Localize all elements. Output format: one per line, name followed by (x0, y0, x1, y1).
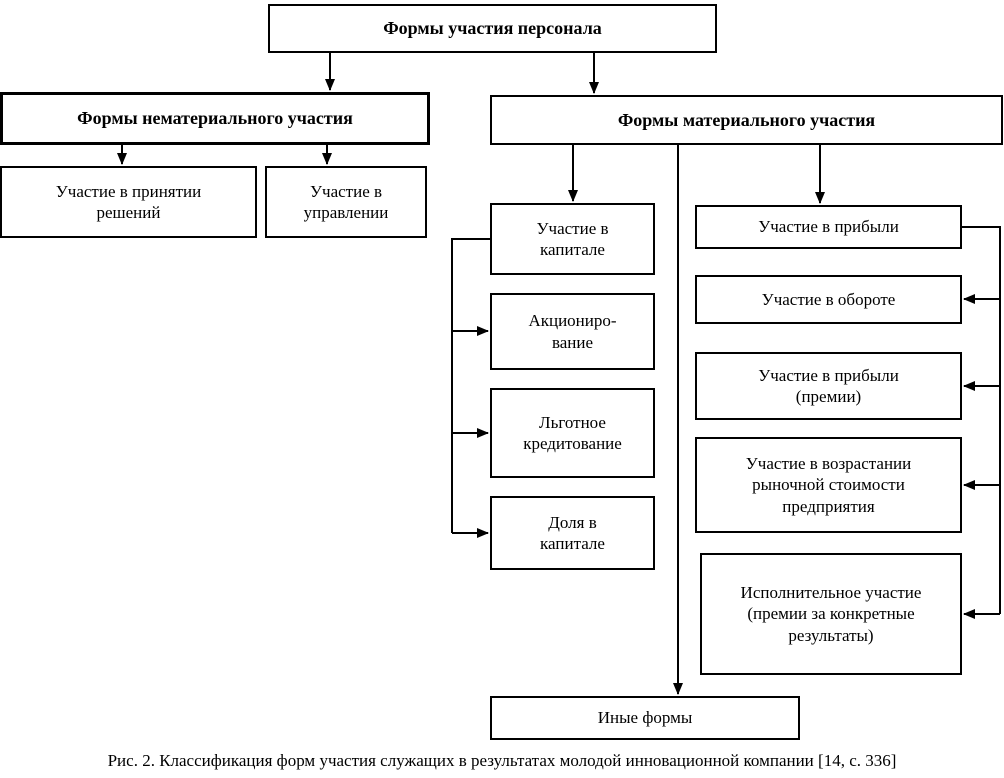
preferential-credit-box: Льготное кредитование (490, 388, 655, 478)
figure-caption: Рис. 2. Классификация форм участия служа… (107, 751, 897, 770)
capital-stake-box: Доля в капитале (490, 496, 655, 570)
root-box: Формы участия персонала (268, 4, 717, 53)
material-header-box: Формы материального участия (490, 95, 1003, 145)
profit-participation-box: Участие в прибыли (695, 205, 962, 249)
capital-participation-box: Участие в капитале (490, 203, 655, 275)
turnover-participation-box: Участие в обороте (695, 275, 962, 324)
decision-participation-box: Участие в принятии решений (0, 166, 257, 238)
shareholding-box: Акциониро- вание (490, 293, 655, 370)
profit-premium-box: Участие в прибыли (премии) (695, 352, 962, 420)
other-forms-box: Иные формы (490, 696, 800, 740)
executive-participation-box: Исполнительное участие (премии за конкре… (700, 553, 962, 675)
market-value-growth-box: Участие в возрастании рыночной стоимости… (695, 437, 962, 533)
management-participation-box: Участие в управлении (265, 166, 427, 238)
nonmaterial-header-box: Формы нематериального участия (0, 92, 430, 145)
